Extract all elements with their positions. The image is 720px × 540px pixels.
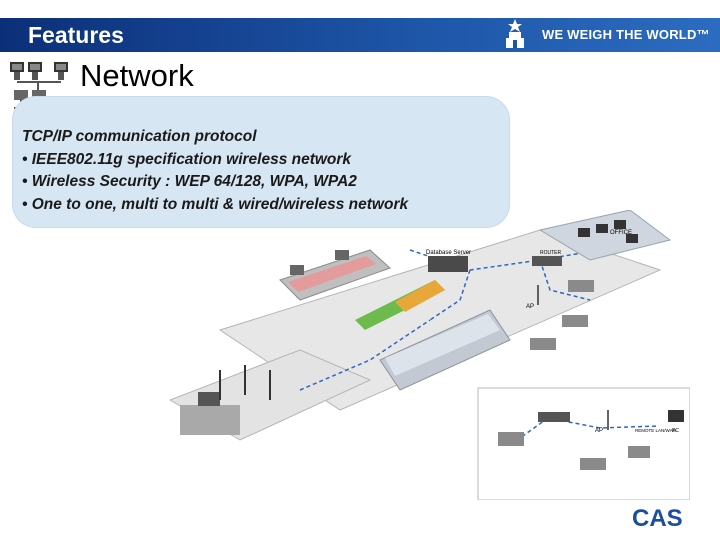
office-pc — [626, 234, 638, 243]
counter-scale — [290, 265, 304, 275]
feature-line: TCP/IP communication protocol — [22, 128, 257, 145]
scale-device — [530, 338, 556, 350]
scale-device — [580, 458, 606, 470]
router — [532, 256, 562, 266]
remote-label: REMOTE LAN/WAN — [635, 428, 676, 433]
checkout-register — [198, 392, 220, 406]
slogan: WE WEIGH THE WORLD™ — [542, 27, 710, 42]
ap-label: AP — [595, 428, 603, 434]
network-link — [539, 259, 591, 301]
office-pc — [614, 220, 626, 229]
feature-line: • One to one, multi to multi & wired/wir… — [22, 195, 409, 213]
feature-line: • IEEE802.11g specification wireless net… — [22, 150, 352, 168]
scale-device — [562, 315, 588, 327]
cas-logo-text: CAS — [632, 505, 683, 531]
feature-list: TCP/IP communication protocol • IEEE802.… — [22, 126, 502, 216]
header-title: Features — [28, 22, 124, 48]
refrigerated-case-glass — [385, 314, 500, 376]
scale-device — [628, 446, 650, 458]
network-diagram: OFFICE Database Server ROUTER AP AP PC R… — [170, 210, 690, 500]
office-area — [538, 210, 672, 261]
feature-line: • Wireless Security : WEP 64/128, WPA, W… — [22, 173, 357, 190]
scale-device — [498, 432, 524, 446]
database-label: Database Server — [426, 250, 471, 256]
section-title: Network — [80, 58, 194, 93]
network-link — [519, 417, 549, 439]
scale-device — [568, 280, 594, 292]
router-label: ROUTER — [540, 250, 562, 256]
office-pc — [596, 224, 608, 233]
ap-label: AP — [526, 304, 534, 310]
network-link — [429, 269, 471, 321]
pc-label: PC — [672, 428, 679, 434]
office-pc — [578, 228, 590, 237]
castle-logo-icon — [506, 19, 524, 48]
produce-display — [395, 280, 445, 312]
checkout-counter — [180, 405, 240, 435]
inset-pc — [668, 410, 684, 422]
cas-logo: CAS — [632, 505, 683, 531]
feature-bubble — [12, 96, 510, 228]
inset-router — [538, 412, 570, 422]
counter-scale — [335, 250, 349, 260]
header-bar: Features WE WEIGH THE WORLD™ — [0, 18, 720, 52]
database-server — [428, 256, 468, 272]
office-label: OFFICE — [610, 230, 632, 236]
deli-display — [288, 256, 376, 292]
